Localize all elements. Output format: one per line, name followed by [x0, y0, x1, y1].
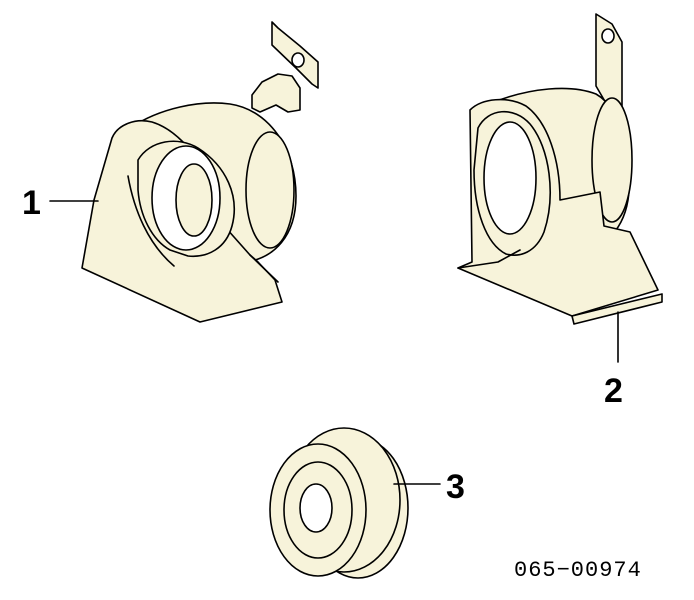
callout-number-3: 3 — [446, 468, 465, 506]
horn-1-bracket-arm — [251, 73, 301, 113]
horn-part-2 — [457, 13, 663, 325]
horn-1-bracket-hole — [291, 52, 305, 68]
callout-number-2: 2 — [604, 372, 623, 410]
horn-1-edge — [127, 175, 175, 267]
horn-2-base-edge — [457, 249, 521, 269]
diagram-reference-code: 065−00974 — [514, 558, 642, 583]
horn-2-rear-rim — [591, 97, 633, 223]
horn-1-throat — [175, 163, 213, 237]
horn-2-bracket-hole — [601, 28, 615, 44]
horn-1-rear-rim — [245, 131, 295, 249]
horn-2-spiral-inner — [483, 121, 537, 235]
callout-number-1: 1 — [22, 184, 41, 222]
horn-part-1 — [81, 21, 319, 323]
horn-1-fold — [249, 254, 279, 283]
horn-2-base-plate — [571, 293, 663, 325]
grommet-part-3 — [269, 427, 409, 579]
grommet-3-hole — [299, 483, 333, 533]
